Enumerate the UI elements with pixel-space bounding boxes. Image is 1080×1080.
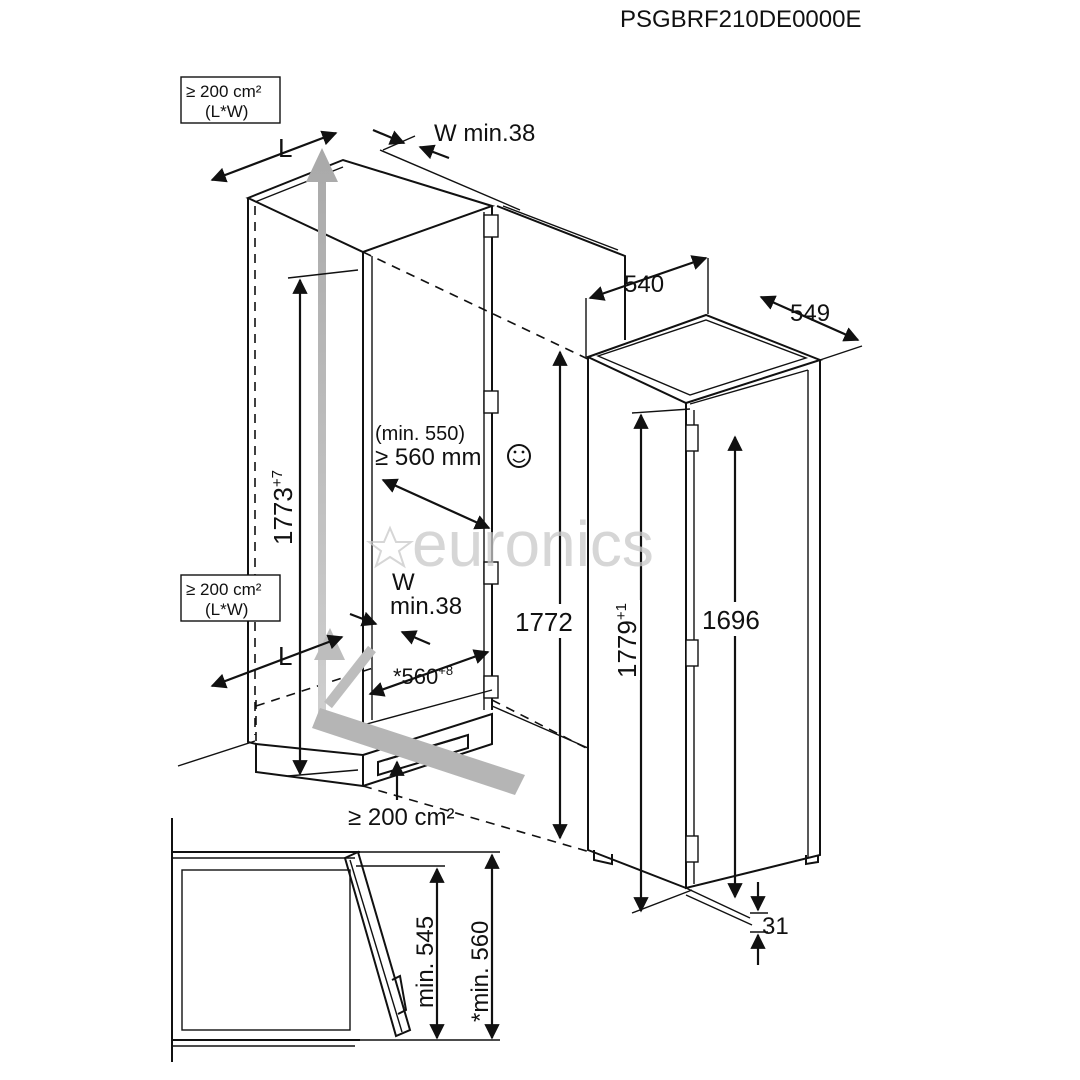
dim-section-560-value: *min. 560 bbox=[467, 921, 494, 1022]
dim-mid-w-min: min.38 bbox=[390, 593, 462, 620]
vent-top-area: ≥ 200 cm² bbox=[186, 82, 262, 101]
dim-top-w-label: W min.38 bbox=[434, 120, 535, 147]
dim-niche-width: *560+8 bbox=[368, 649, 490, 697]
dim-appliance-depth: 549 bbox=[759, 295, 863, 361]
vent-bottom-lw: (L*W) bbox=[205, 600, 248, 619]
dim-appliance-width: 540 bbox=[585, 255, 709, 357]
dim-top-L: L bbox=[210, 130, 338, 183]
dim-door-height-value: 1779 bbox=[612, 620, 642, 678]
dim-appliance-depth-value: 549 bbox=[790, 300, 830, 327]
vent-bottom-area: ≥ 200 cm² bbox=[186, 580, 262, 599]
dim-inner-height-value: 1696 bbox=[702, 605, 760, 635]
vent-floor-label: ≥ 200 cm² bbox=[348, 804, 455, 831]
dim-appliance-height-value: 1772 bbox=[515, 607, 573, 637]
dim-appliance-height: 1772 bbox=[512, 350, 578, 840]
dim-section-560: *min. 560 bbox=[467, 853, 500, 1040]
watermark: euronics bbox=[366, 508, 654, 580]
svg-text:1779+1: 1779+1 bbox=[612, 603, 642, 678]
section-view bbox=[171, 818, 500, 1062]
dim-door-height: 1779+1 bbox=[612, 408, 693, 914]
dim-section-545-value: min. 545 bbox=[412, 916, 439, 1008]
projection-lines bbox=[362, 251, 591, 853]
dim-section-545: min. 545 bbox=[412, 867, 445, 1040]
door-clearance: (min. 550) ≥ 560 mm bbox=[375, 423, 531, 530]
model-code: PSGBRF210DE0000E bbox=[620, 6, 861, 33]
svg-text:1773+7: 1773+7 bbox=[268, 470, 298, 545]
dim-plinth-value: 31 bbox=[762, 913, 789, 940]
dim-door-height-tol: +1 bbox=[613, 603, 630, 620]
smiley-icon bbox=[507, 444, 531, 468]
vent-bottom-box: ≥ 200 cm² (L*W) bbox=[180, 574, 281, 622]
door-clearance-value: ≥ 560 mm bbox=[375, 444, 482, 471]
dim-mid-w: W min.38 bbox=[349, 569, 462, 646]
dim-top-w: W min.38 bbox=[372, 120, 535, 160]
dim-plinth: 31 bbox=[750, 882, 789, 965]
vent-floor: ≥ 200 cm² bbox=[348, 760, 455, 831]
dim-inner-height: 1696 bbox=[700, 435, 766, 899]
dim-niche-height-value: 1773 bbox=[268, 487, 298, 545]
watermark-text: euronics bbox=[412, 508, 654, 580]
star-icon bbox=[366, 525, 414, 569]
dim-mid-w-label: W bbox=[392, 569, 415, 596]
dim-appliance-width-value: 540 bbox=[624, 271, 664, 298]
vent-top-lw: (L*W) bbox=[205, 102, 248, 121]
dim-bottom-L: L bbox=[210, 634, 344, 689]
dim-niche-height: 1773+7 bbox=[268, 269, 359, 777]
appliance bbox=[585, 313, 823, 926]
dim-bottom-L-label: L bbox=[278, 641, 292, 671]
door-clearance-min: (min. 550) bbox=[375, 423, 465, 445]
dim-niche-height-tol: +7 bbox=[269, 470, 286, 487]
vent-top-box: ≥ 200 cm² (L*W) bbox=[180, 76, 281, 124]
dim-top-L-label: L bbox=[278, 133, 292, 163]
dim-niche-width-value: *560 bbox=[393, 664, 438, 689]
